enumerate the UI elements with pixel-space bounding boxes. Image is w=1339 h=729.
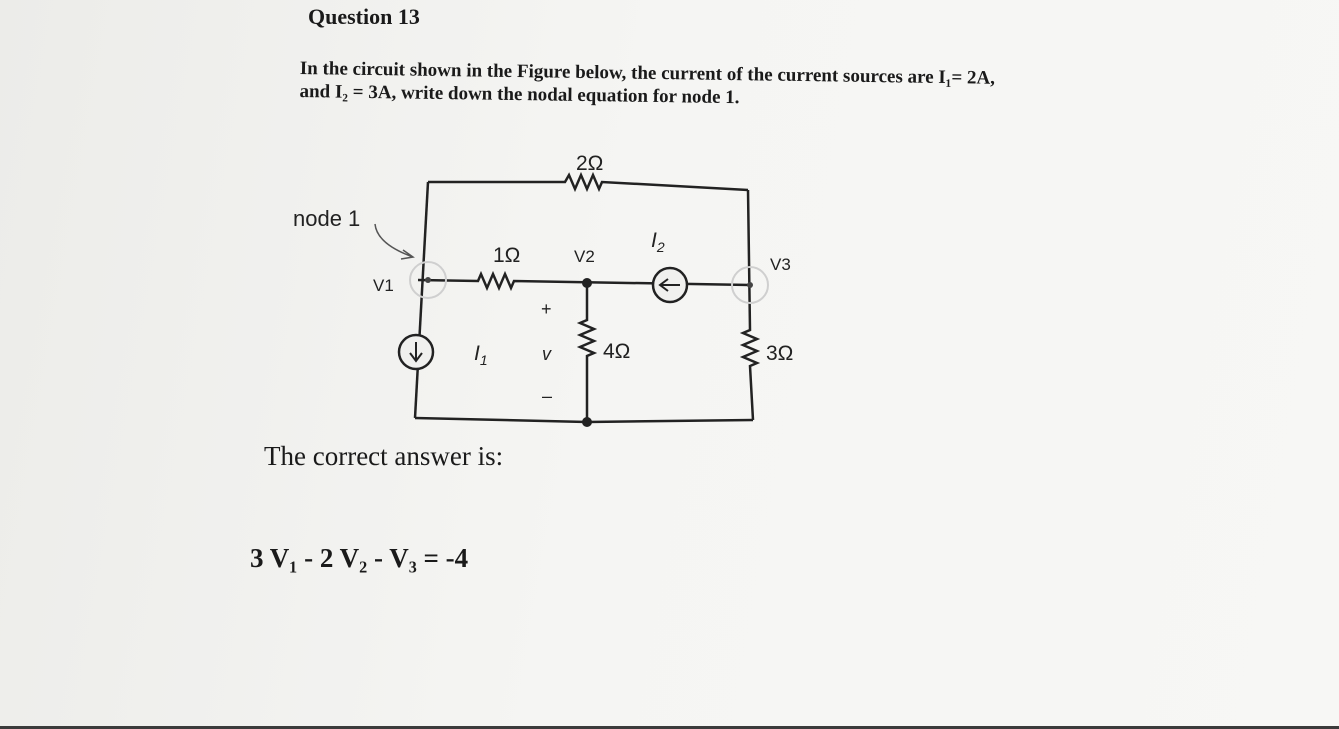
answer-label: The correct answer is: [264,441,504,471]
v-label: v [542,344,552,364]
circuit-wires [413,171,761,424]
node-dot-v2 [582,278,592,288]
current-source-i2 [651,266,689,304]
circuit-diagram: node 1 V1 V2 V3 2Ω 1Ω 4Ω 3Ω I1 I2 v + – [293,152,793,427]
node-dot-bottom [582,417,592,427]
i1-label: I1 [474,342,488,368]
r-mid-label: 1Ω [493,244,520,267]
node-dot-v1 [425,277,431,283]
i2-label: I2 [651,229,665,255]
node-3-highlight [731,266,769,304]
node-1-label: node 1 [293,206,360,231]
resistor-4ohm [576,283,598,422]
v3-label: V3 [770,255,791,274]
page-bottom-edge [0,726,1339,729]
v1-label: V1 [373,276,394,295]
question-text: In the circuit shown in the Figure below… [299,57,1260,116]
node-dot-v3 [747,282,753,288]
node-1-arrow [374,223,415,260]
resistor-3ohm [739,189,761,421]
answer-equation: 3 V₁ - 2 V₂ - V₃ = -4 [250,543,469,573]
r-3-label: 3Ω [766,342,793,365]
v2-label: V2 [574,247,595,266]
question-title: Question 13 [308,4,420,29]
r-top-label: 2Ω [576,152,603,175]
resistor-1ohm [417,270,751,292]
left-wire [413,181,430,419]
r-4-label: 4Ω [603,340,630,363]
node-1-highlight [409,261,447,299]
current-source-i1 [397,333,435,371]
resistor-2ohm [428,171,749,193]
plus-sign: + [541,299,552,319]
minus-sign: – [542,386,552,406]
